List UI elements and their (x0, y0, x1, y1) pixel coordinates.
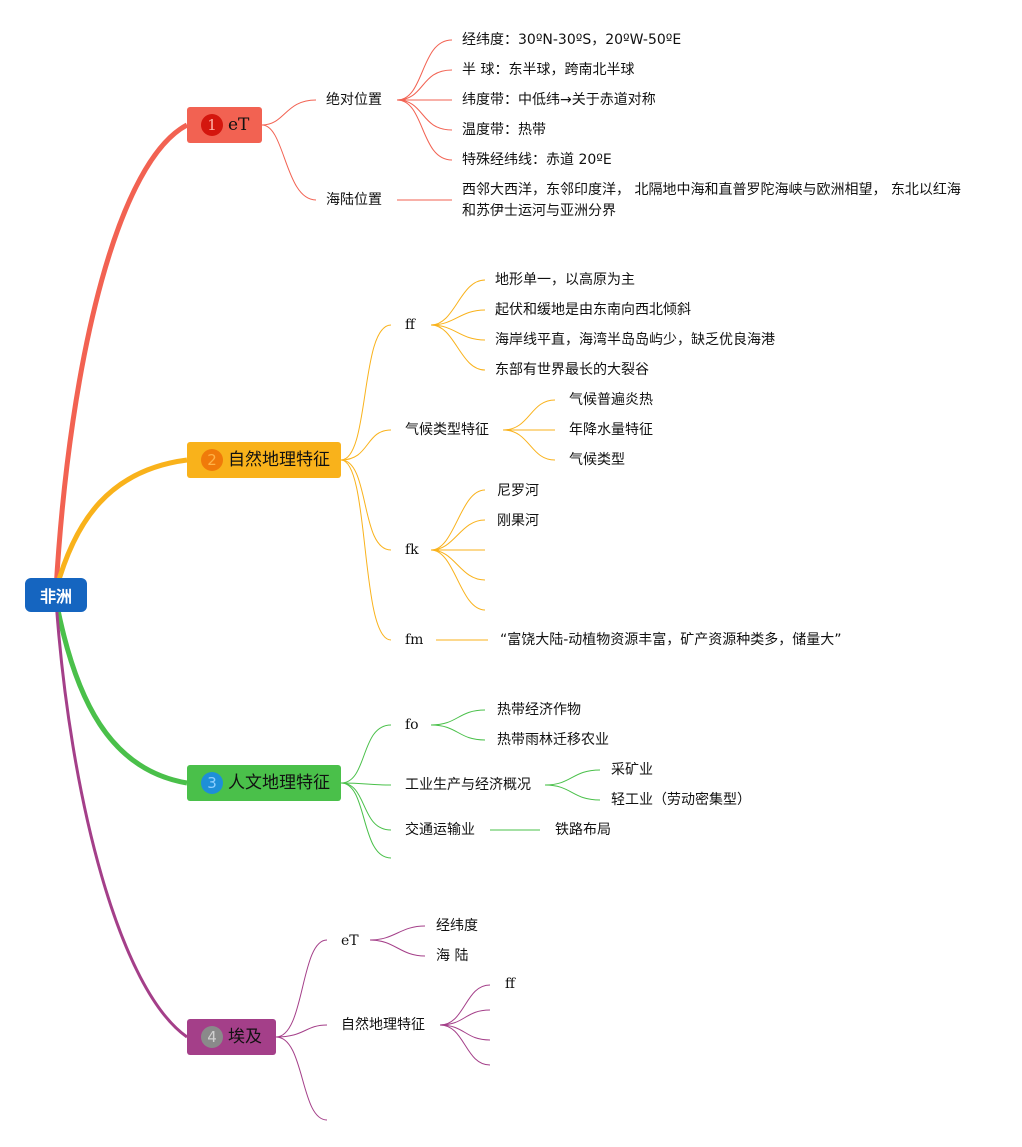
link-root-b2 (53, 457, 188, 591)
b1-abs-item-1[interactable]: 经纬度：30ºN-30ºS，20ºW-50ºE (462, 32, 682, 48)
b1-abs-item-3[interactable]: 纬度带：中低纬→关于赤道对称 (462, 92, 656, 108)
branch-1-label: eT (228, 115, 250, 135)
branch-4-badge: 4 (201, 1026, 223, 1048)
b1-abs-item-2[interactable]: 半 球：东半球，跨南北半球 (462, 62, 635, 78)
b3-transport[interactable]: 交通运输业 (405, 822, 475, 838)
branch-4-box[interactable]: 4 埃及 (187, 1019, 276, 1055)
branch-3-badge: 3 (201, 772, 223, 794)
branch-3-box[interactable]: 3 人文地理特征 (187, 765, 341, 801)
b2-resources-item-1[interactable]: “富饶大陆-动植物资源丰富，矿产资源种类多，储量大” (500, 632, 842, 648)
b4-physical[interactable]: 自然地理特征 (341, 1017, 425, 1033)
b2-climate-item-1[interactable]: 气候普遍炎热 (569, 392, 653, 408)
b1-sea-item-1[interactable]: 西邻大西洋，东邻印度洋， 北隔地中海和直普罗陀海峡与欧洲相望， 东北以红海和苏伊… (462, 182, 961, 219)
b2-terrain-item-1[interactable]: 地形单一，以高原为主 (495, 272, 635, 288)
root-node[interactable]: 非洲 (25, 578, 87, 612)
b2-terrain-item-3[interactable]: 海岸线平直，海湾半岛岛屿少，缺乏优良海港 (495, 332, 775, 348)
root-label: 非洲 (39, 587, 72, 606)
branch-2-label: 自然地理特征 (228, 450, 330, 470)
b1-absolute-location[interactable]: 绝对位置 (326, 92, 382, 108)
b2-rivers[interactable]: fk (405, 542, 419, 558)
branch-1-box[interactable]: 1 eT (187, 107, 262, 143)
b3-industry-item-2[interactable]: 轻工业（劳动密集型） (611, 792, 751, 808)
b2-climate[interactable]: 气候类型特征 (405, 422, 489, 438)
b1-abs-item-5[interactable]: 特殊经纬线：赤道 20ºE (462, 152, 612, 168)
branch-4-label: 埃及 (228, 1027, 262, 1047)
b3-agri-item-2[interactable]: 热带雨林迁移农业 (497, 732, 609, 748)
b3-transport-item-1[interactable]: 铁路布局 (555, 822, 611, 838)
b1-land-sea-location[interactable]: 海陆位置 (326, 192, 382, 208)
b2-terrain-item-2[interactable]: 起伏和缓地是由东南向西北倾斜 (495, 302, 691, 318)
b2-terrain[interactable]: ff (405, 317, 415, 333)
b2-climate-item-3[interactable]: 气候类型 (569, 452, 625, 468)
branch-2-box[interactable]: 2 自然地理特征 (187, 442, 341, 478)
b4-location-item-1[interactable]: 经纬度 (436, 918, 478, 934)
b4-physical-item-1[interactable]: ff (505, 976, 515, 992)
b4-location[interactable]: eT (341, 933, 359, 949)
b2-river-item-2[interactable]: 刚果河 (497, 513, 539, 529)
link-root-b3 (53, 599, 188, 786)
link-root-b4 (54, 599, 188, 1039)
b2-resources[interactable]: fm (405, 632, 424, 648)
branch-1-badge: 1 (201, 114, 223, 136)
b3-agri-item-1[interactable]: 热带经济作物 (497, 702, 581, 718)
b4-location-item-2[interactable]: 海 陆 (436, 948, 469, 964)
branch-2-badge: 2 (201, 449, 223, 471)
b3-industry[interactable]: 工业生产与经济概况 (405, 777, 531, 793)
b2-climate-item-2[interactable]: 年降水量特征 (569, 422, 653, 438)
b1-abs-item-4[interactable]: 温度带：热带 (462, 122, 546, 138)
b2-river-item-1[interactable]: 尼罗河 (497, 483, 539, 499)
b2-terrain-item-4[interactable]: 东部有世界最长的大裂谷 (495, 362, 649, 378)
b3-industry-item-1[interactable]: 采矿业 (611, 762, 653, 778)
branch-3-label: 人文地理特征 (228, 773, 330, 793)
b3-agriculture[interactable]: fo (405, 717, 419, 733)
link-root-b1 (53, 122, 189, 591)
